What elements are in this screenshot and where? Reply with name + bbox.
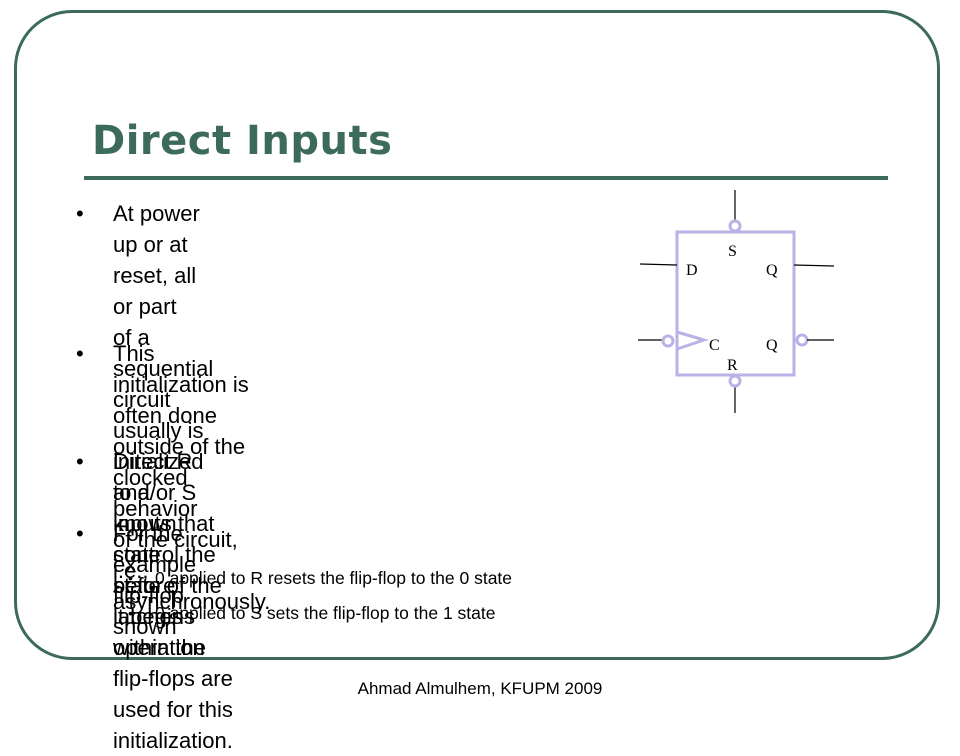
s-label: S: [728, 243, 737, 260]
bullet-dot: •: [76, 449, 84, 474]
slide-title: Direct Inputs: [92, 118, 393, 164]
qbar-label: Q: [766, 337, 778, 354]
q-label: Q: [766, 262, 778, 279]
d-input-wire: [639, 263, 678, 266]
bullet-text: For the example flip-flop shown: [113, 521, 197, 639]
r-label: R: [727, 357, 738, 374]
q-output-wire: [793, 264, 835, 267]
bullet-dot: •: [76, 521, 84, 546]
footer-credit: Ahmad Almulhem, KFUPM 2009: [357, 679, 603, 698]
clock-triangle: [676, 330, 709, 351]
bullet-dot: •: [76, 201, 84, 226]
bullet-text: Direct R and/or S inputs that control th…: [113, 449, 233, 753]
d-label: D: [686, 262, 698, 279]
s-inversion-bubble: [728, 219, 742, 233]
sub-bullet-text: 0 applied to S sets the flip-flop to the…: [155, 603, 496, 623]
bullet-text: This initialization is often done outsid…: [113, 341, 271, 614]
title-underline: [84, 176, 888, 180]
qbar-inversion-bubble: [795, 333, 809, 347]
bullet-dot: •: [76, 341, 84, 366]
slide-border: [14, 10, 940, 660]
sub-bullet-dot: •: [128, 570, 133, 586]
bullet-text: At power up or at reset, all or part of …: [113, 201, 214, 660]
flip-flop-diagram: S D Q C Q R: [638, 190, 835, 413]
c-label: C: [709, 337, 720, 354]
sub-bullet-text: 0 applied to R resets the flip-flop to t…: [155, 568, 513, 588]
sub-bullet-dot: •: [128, 605, 133, 621]
r-inversion-bubble: [728, 374, 742, 388]
clock-inversion-bubble: [661, 334, 675, 348]
